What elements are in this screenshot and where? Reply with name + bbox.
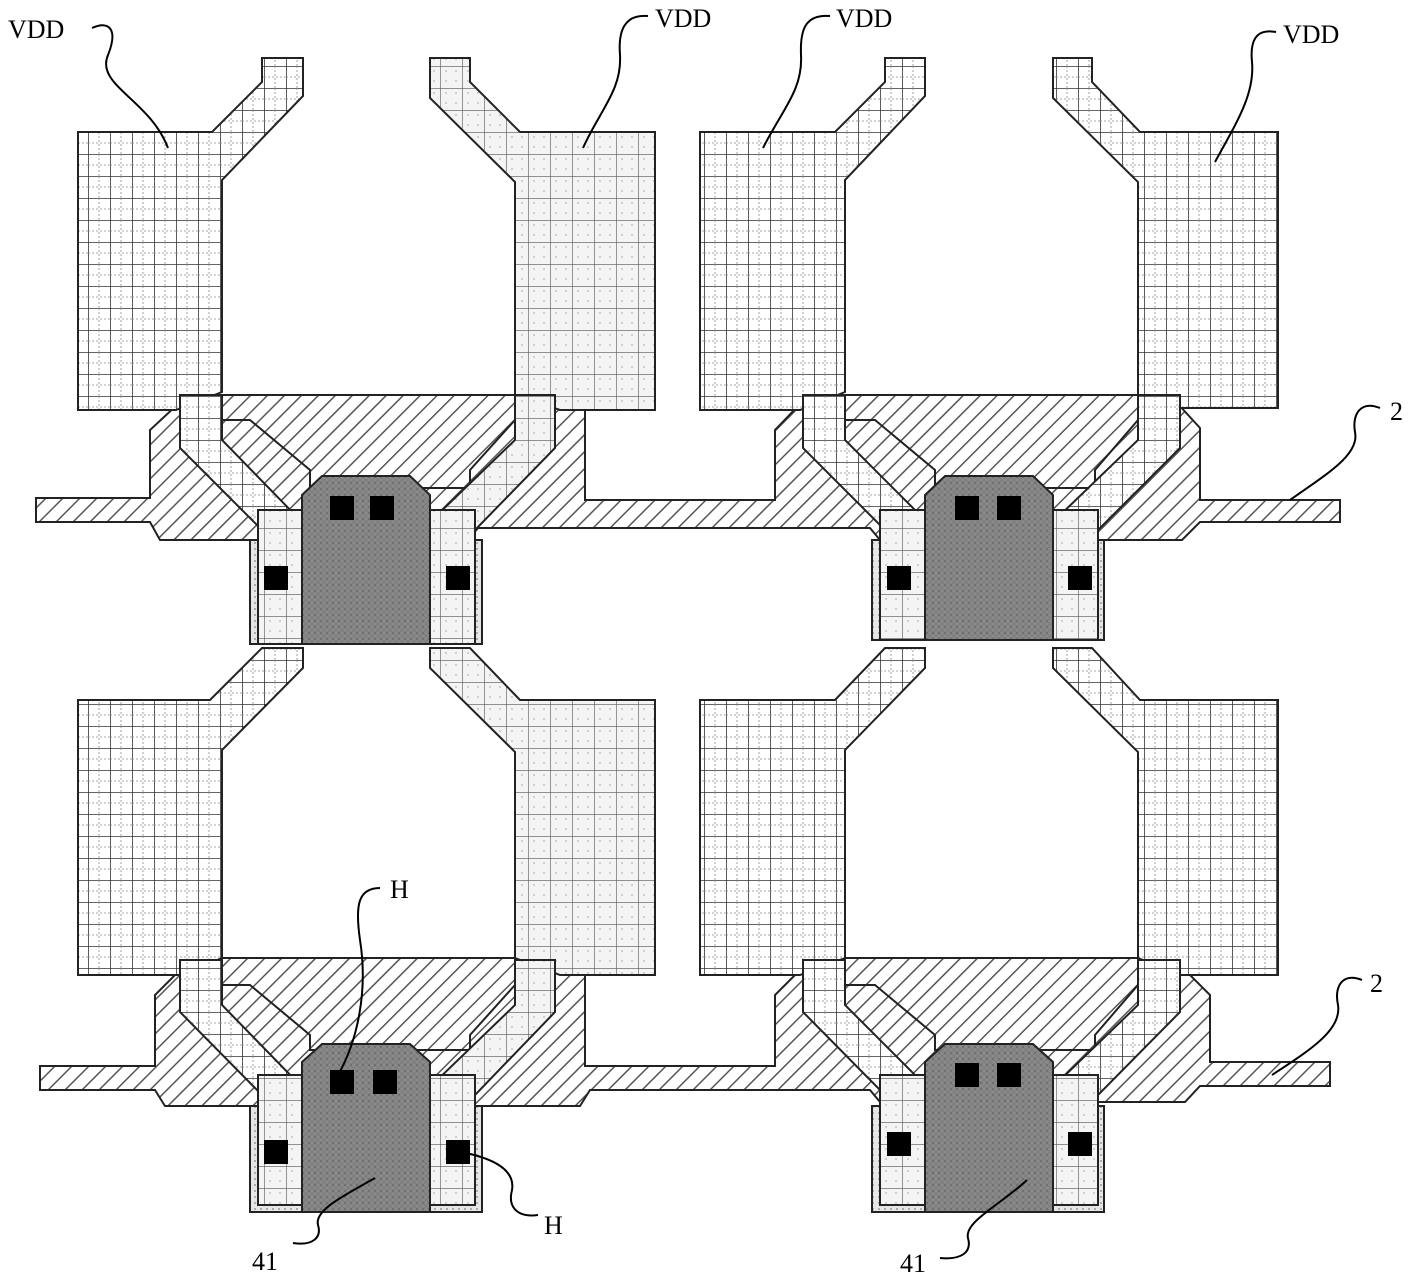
contact-hole	[887, 1132, 911, 1156]
leader-vdd-4	[1214, 30, 1277, 163]
transistor-block-top-left	[249, 475, 483, 645]
contact-hole	[997, 496, 1021, 520]
label-41-left: 41	[252, 1247, 278, 1276]
leader-vdd-1	[91, 24, 169, 149]
contact-hole	[997, 1063, 1021, 1087]
transistor-block-41-left	[249, 1043, 483, 1213]
contact-hole	[955, 1063, 979, 1087]
contact-hole	[330, 496, 354, 520]
leader-vdd-3	[762, 14, 831, 149]
contact-hole	[446, 1140, 470, 1164]
contact-hole	[446, 566, 470, 590]
leader-vdd-2	[582, 14, 649, 149]
leader-41-left	[292, 1177, 376, 1245]
leader-2-bottom	[1271, 977, 1363, 1076]
contact-hole	[887, 566, 911, 590]
label-vdd-4: VDD	[1283, 20, 1339, 49]
leader-41-right	[939, 1179, 1028, 1260]
label-h-bottom: H	[544, 1211, 563, 1240]
leader-h-top	[337, 887, 381, 1076]
label-line-2-top: 2	[1390, 397, 1403, 426]
transistor-block-41-right	[871, 1043, 1105, 1213]
contact-hole	[373, 1070, 397, 1094]
contact-hole	[1068, 566, 1092, 590]
transistor-block-top-right	[871, 475, 1105, 641]
contact-hole	[264, 1140, 288, 1164]
label-h-top: H	[390, 875, 409, 904]
contact-hole	[370, 496, 394, 520]
label-line-2-bottom: 2	[1370, 969, 1383, 998]
contact-hole	[264, 566, 288, 590]
contact-hole	[330, 1070, 354, 1094]
label-vdd-1: VDD	[8, 15, 64, 44]
contact-hole	[1068, 1132, 1092, 1156]
label-41-right: 41	[900, 1249, 926, 1278]
label-vdd-3: VDD	[836, 4, 892, 33]
label-vdd-2: VDD	[655, 4, 711, 33]
leader-h-bottom	[465, 1152, 539, 1217]
leader-2-top	[1289, 404, 1381, 501]
contact-hole	[955, 496, 979, 520]
